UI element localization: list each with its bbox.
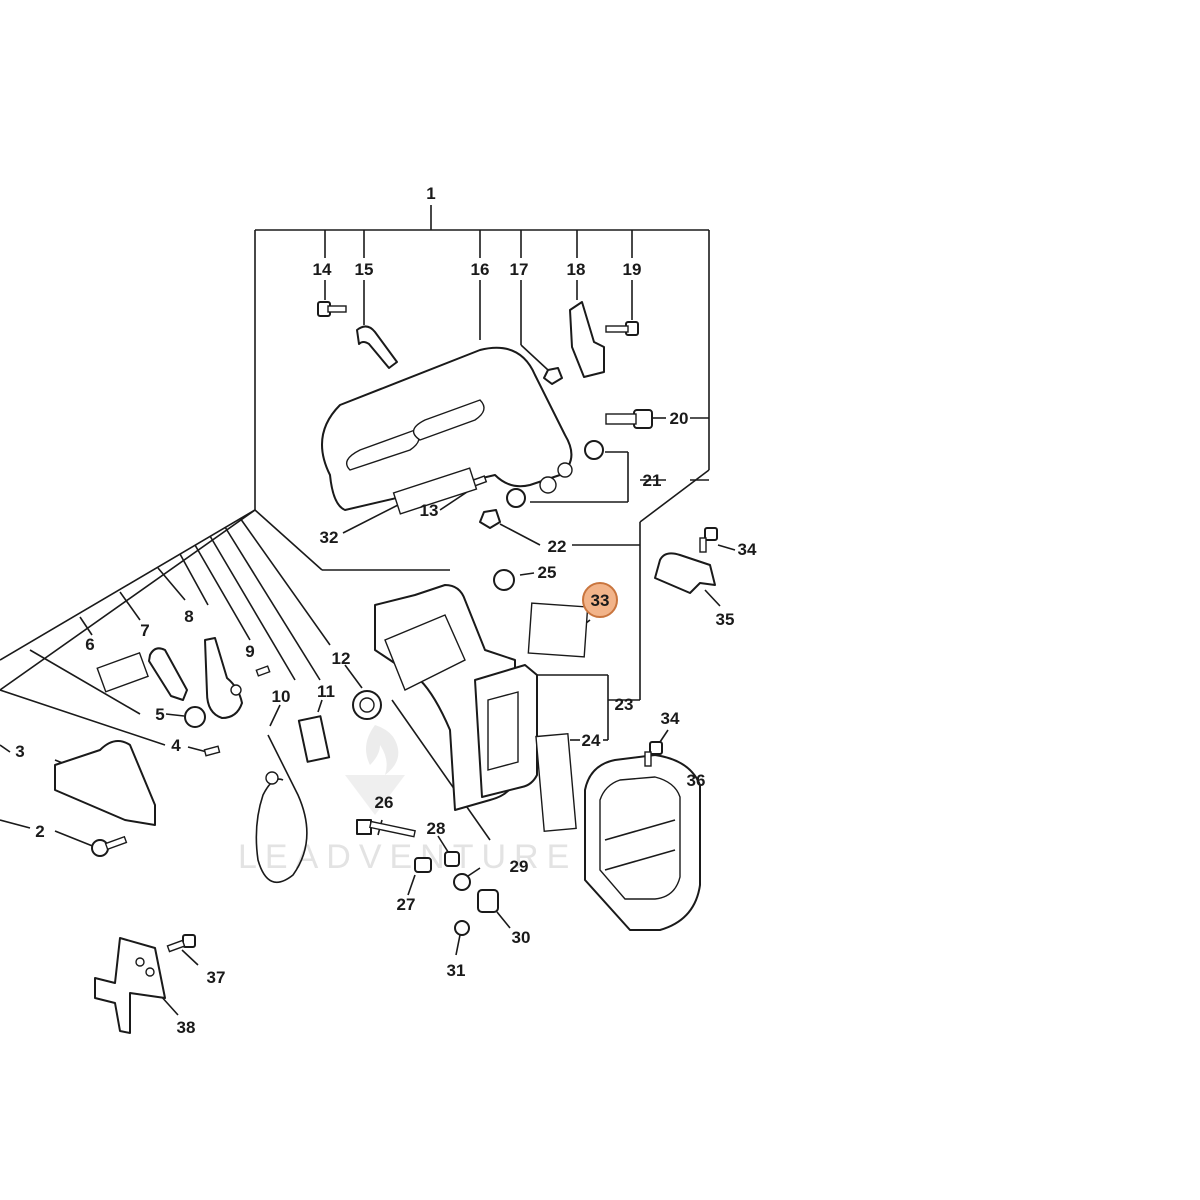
part-17-nut — [543, 367, 563, 385]
callout-20: 20 — [670, 409, 689, 428]
callout-28: 28 — [427, 819, 446, 838]
watermark-text: LEADVENTURE — [238, 838, 577, 876]
part-28-nut — [444, 851, 460, 867]
callout-35: 35 — [716, 610, 735, 629]
part-6-spring — [96, 651, 149, 693]
callout-29: 29 — [510, 857, 529, 876]
part-27-bushing — [414, 857, 432, 873]
callout-34-top: 34 — [738, 540, 757, 559]
part-19-screw — [605, 321, 639, 336]
part-30-block — [477, 889, 499, 913]
callout-8: 8 — [184, 607, 193, 626]
part-4-pin — [203, 745, 221, 757]
part-34-screw-bottom — [644, 741, 663, 767]
parts — [54, 301, 718, 1034]
part-23-housing — [374, 584, 538, 811]
callout-25: 25 — [538, 563, 557, 582]
callout-31: 31 — [447, 961, 466, 980]
callout-32: 32 — [320, 528, 339, 547]
callout-16: 16 — [471, 260, 490, 279]
callout-21: 21 — [643, 471, 662, 490]
part-16-sprocket-cover — [321, 346, 573, 511]
callout-14: 14 — [313, 260, 332, 279]
callout-10: 10 — [272, 687, 291, 706]
callout-5: 5 — [155, 705, 164, 724]
callout-2: 2 — [35, 822, 44, 841]
part-33-label — [527, 602, 589, 658]
part-10-cable — [255, 734, 308, 884]
callout-19: 19 — [623, 260, 642, 279]
callout-13: 13 — [420, 501, 439, 520]
part-18-bracket — [569, 301, 605, 378]
callout-3: 3 — [15, 742, 24, 761]
part-12-sprocket — [352, 690, 382, 720]
callout-33: 33 — [591, 591, 610, 610]
part-11-block — [297, 715, 331, 763]
callout-37: 37 — [207, 968, 226, 987]
part-21-nut-b — [506, 488, 526, 508]
callout-9: 9 — [245, 642, 254, 661]
callout-26: 26 — [375, 793, 394, 812]
part-9-pin — [255, 665, 271, 677]
callout-17: 17 — [510, 260, 529, 279]
part-7-link — [148, 647, 188, 701]
part-35-clip — [654, 552, 716, 594]
part-21-nut-a — [584, 440, 604, 460]
callout-22: 22 — [548, 537, 567, 556]
callout-7: 7 — [140, 621, 149, 640]
part-32-label — [392, 467, 478, 515]
callout-4: 4 — [171, 736, 181, 755]
part-3-plate — [54, 740, 156, 826]
part-29-washer — [453, 873, 471, 891]
callout-labels: 1 2 3 4 5 6 7 8 9 10 11 12 13 14 15 16 1… — [15, 184, 757, 1037]
callout-34-bottom: 34 — [661, 709, 680, 728]
highlight-marker-33 — [582, 582, 618, 618]
callout-30: 30 — [512, 928, 531, 947]
part-36-cover — [584, 754, 701, 931]
callout-36: 36 — [687, 771, 706, 790]
callout-38: 38 — [177, 1018, 196, 1037]
part-8-lever — [204, 637, 243, 719]
part-31-screw — [454, 920, 470, 936]
callout-27: 27 — [397, 895, 416, 914]
callout-6: 6 — [85, 635, 94, 654]
callout-24: 24 — [582, 731, 601, 750]
callout-1: 1 — [426, 184, 435, 203]
part-14-screw — [317, 301, 347, 317]
callout-18: 18 — [567, 260, 586, 279]
part-38-plate — [94, 937, 166, 1034]
part-25-nut — [493, 569, 515, 591]
callout-12: 12 — [332, 649, 351, 668]
part-34-screw-top — [699, 527, 718, 553]
part-5-bushing — [184, 706, 206, 728]
callout-23: 23 — [615, 695, 634, 714]
part-37-screw — [166, 934, 196, 953]
callout-11: 11 — [317, 682, 335, 701]
part-26-bolt — [356, 819, 416, 838]
callout-15: 15 — [355, 260, 374, 279]
part-20-bolt — [605, 409, 653, 429]
part-2-screw — [91, 835, 128, 857]
part-15-hook — [356, 325, 398, 369]
part-24-label — [535, 733, 577, 832]
part-22-nut — [479, 509, 501, 529]
watermark: LEADVENTURE — [238, 725, 577, 876]
